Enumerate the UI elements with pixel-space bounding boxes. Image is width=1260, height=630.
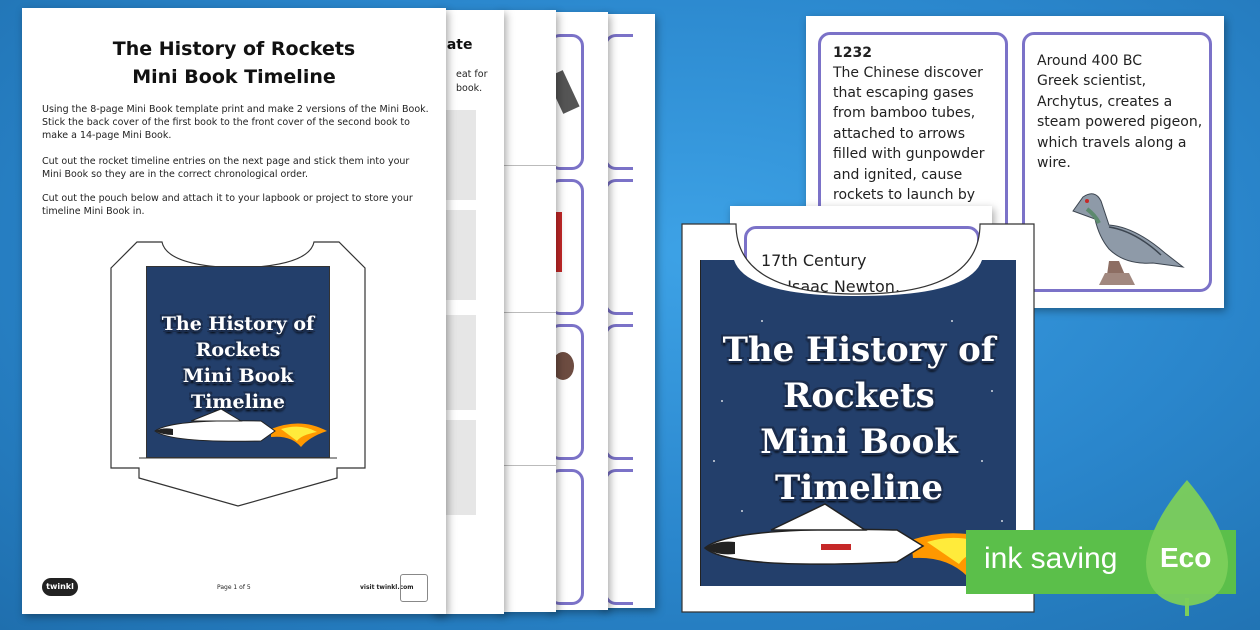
- card-400bc-year: Around 400 BC: [1037, 53, 1142, 69]
- card-400bc-line: wire.: [1037, 155, 1071, 171]
- sheet-title-line2: Mini Book Timeline: [132, 66, 336, 88]
- card-1232-line: from bamboo tubes,: [833, 105, 976, 121]
- twinkl-logo: twinkl: [42, 578, 78, 596]
- card-400bc-line: which travels along a: [1037, 135, 1187, 151]
- sheet-back-2: [498, 10, 556, 612]
- sheet-back-3: [546, 12, 608, 610]
- mini-cover-line1: The History of: [161, 313, 315, 335]
- card-1232-line: that escaping gases: [833, 85, 974, 101]
- card-1232-line: The Chinese discover: [833, 65, 983, 81]
- instructions-para2: Cut out the rocket timeline entries on t…: [42, 156, 410, 180]
- mini-cover-line2: Rockets: [195, 339, 281, 361]
- card-400bc-line: Archytus, creates a: [1037, 94, 1173, 110]
- card-17th-heading: 17th Century: [761, 251, 867, 270]
- pigeon-image: [1072, 193, 1185, 285]
- ink-saving-label: ink saving: [984, 542, 1118, 575]
- sheet2-line1: eat for: [456, 69, 488, 80]
- timeline-card-1232: 1232 The Chinese discover that escaping …: [818, 32, 1008, 308]
- sheet-title-line1: The History of Rockets: [112, 38, 356, 60]
- instructions-para1: Using the 8-page Mini Book template prin…: [42, 104, 429, 141]
- sheet2-line2: book.: [456, 83, 483, 94]
- pouch-cover-line2: Rockets: [783, 376, 935, 416]
- card-1232-line: filled with gunpowder: [833, 146, 985, 162]
- sheet-back-4: [600, 14, 655, 608]
- card-400bc-line: Greek scientist,: [1037, 73, 1147, 89]
- card-1232-line: rockets to launch by: [833, 187, 976, 203]
- page-number: Page 1 of 5: [217, 584, 251, 591]
- card-1232-line: attached to arrows: [833, 126, 966, 142]
- front-sheet: The History of Rockets Mini Book Timelin…: [22, 8, 446, 614]
- card-400bc-line: steam powered pigeon,: [1037, 114, 1203, 130]
- hat-image: [552, 352, 574, 380]
- red-tube-image: [552, 212, 562, 272]
- pouch-cover-mini: The History of Rockets Mini Book Timelin…: [146, 266, 330, 458]
- instructions-para3: Cut out the pouch below and attach it to…: [42, 193, 413, 217]
- pouch-front: The History of Rockets Mini Book Timelin…: [680, 222, 1036, 614]
- leaf-icon: [1146, 480, 1228, 616]
- pouch-cover-line1: The History of: [722, 330, 996, 370]
- space-shuttle-image: [154, 408, 327, 447]
- mini-cover-line4: Timeline: [191, 391, 285, 413]
- card-1232-year: 1232: [833, 45, 872, 61]
- twinkl-badge-icon: [400, 574, 428, 602]
- eco-label: Eco: [1160, 542, 1212, 573]
- pouch-cover-line4: Timeline: [774, 468, 943, 508]
- pouch-cover-line3: Mini Book: [760, 422, 958, 462]
- timeline-card-400bc: Around 400 BC Greek scientist, Archytus,…: [1022, 32, 1212, 292]
- pouch-cover: The History of Rockets Mini Book Timelin…: [700, 260, 1018, 587]
- mini-cover-line3: Mini Book: [182, 365, 294, 387]
- card-1232-line: and ignited, cause: [833, 167, 963, 183]
- footer-url: visit twinkl.com: [360, 584, 414, 591]
